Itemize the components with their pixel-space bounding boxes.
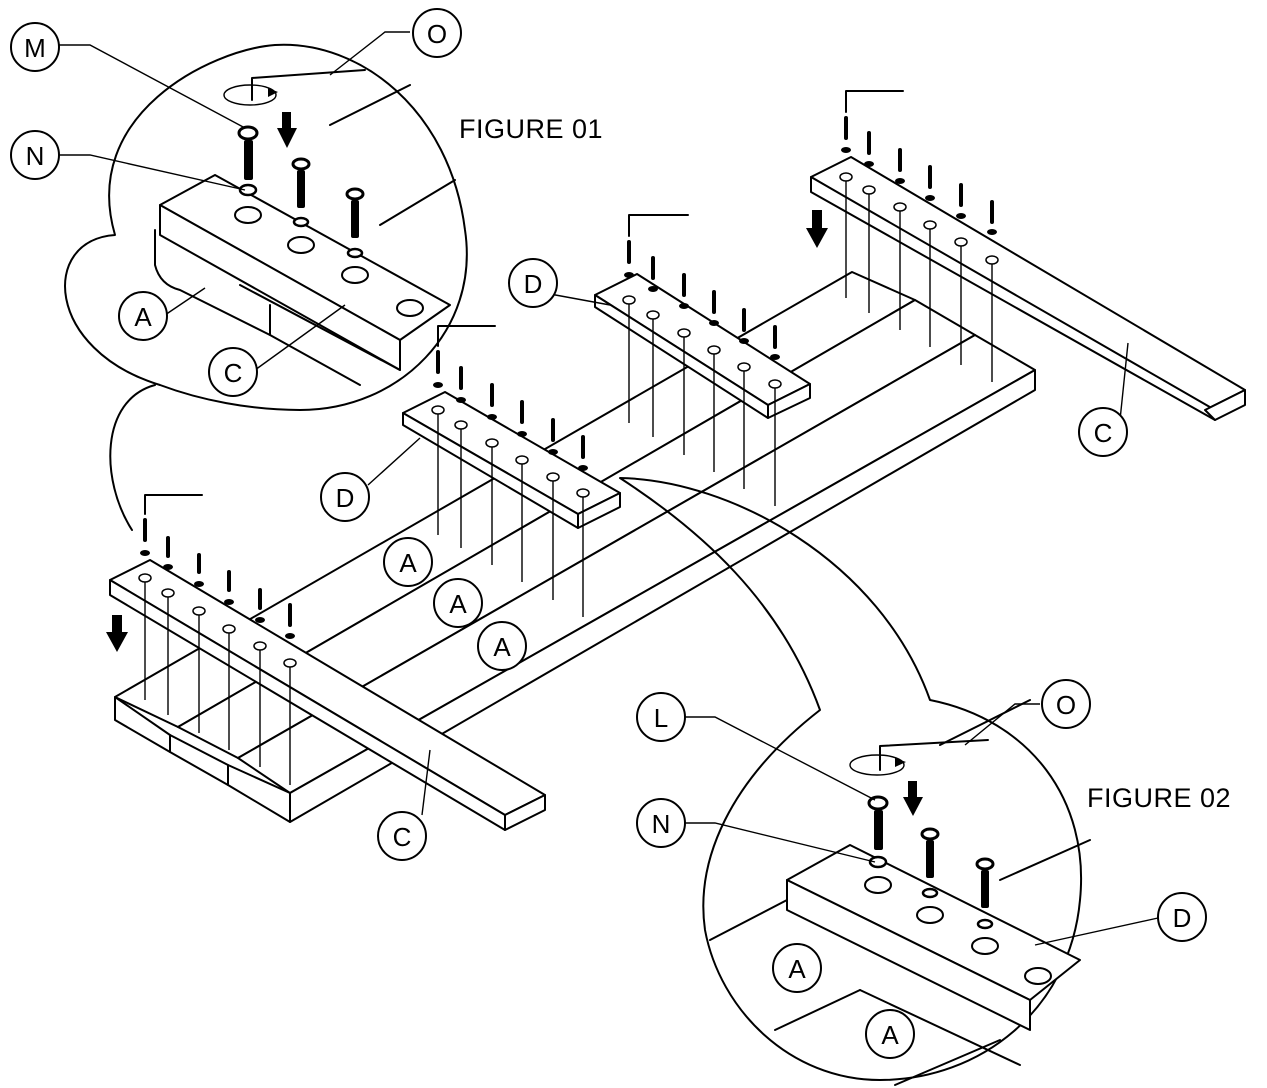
main-assembly [106,90,1246,831]
figure-01-detail [58,31,468,531]
callout-o-label: O [427,19,447,49]
figure-02-label: FIGURE 02 [1087,783,1232,813]
callout-d-label: D [1173,903,1192,933]
bar-c-back [810,156,1246,421]
callout-d-fig2: D [1157,892,1207,942]
callout-n-label: N [652,809,671,839]
hex-key-icon [251,69,366,101]
callout-a-label: A [134,302,152,332]
callout-a-3: A [477,621,527,671]
bar-d-back [594,273,811,419]
callout-a-fig1: A [118,291,168,341]
down-arrow-icon [903,781,923,816]
board-a-group [114,271,1036,823]
callout-o-label: O [1056,690,1076,720]
callout-c-label: C [1094,418,1113,448]
hex-key-icon [628,214,689,237]
hex-key-icon [437,325,496,347]
hex-key-icon [144,494,203,515]
callout-a-label: A [788,954,806,984]
callout-a-2: A [433,578,483,628]
callout-l-label: L [654,703,668,733]
callout-a-1: A [383,537,433,587]
callout-c-label: C [224,358,243,388]
main-leaders [367,293,1129,816]
callout-d-front: D [320,472,370,522]
callout-a-label: A [881,1020,899,1050]
callout-d-back: D [508,258,558,308]
callout-n-fig2: N [636,798,686,848]
bolt-row-c-back [839,90,999,382]
washer-icon [868,855,994,930]
callout-c-fig1: C [208,347,258,397]
callout-c-front: C [377,811,427,861]
bolt-row-d-front [431,325,590,617]
hex-key-icon [845,90,904,113]
callout-m-label: M [24,33,46,63]
rotate-arrow-icon [849,754,906,776]
callout-a-label: A [399,548,417,578]
callout-c-label: C [393,822,412,852]
bolt-icon [237,125,365,238]
callout-o-fig2: O [1041,679,1091,729]
washer-icon [238,183,364,259]
callout-l: L [636,692,686,742]
figure-01-label: FIGURE 01 [459,114,604,144]
bolt-row-d-back [622,214,782,506]
callout-o-fig1: O [412,8,462,58]
callout-n-label: N [26,141,45,171]
bar-c-front [109,559,546,831]
figure-02-detail [619,477,1159,1086]
callout-a-fig2-1: A [772,943,822,993]
callout-c-back: C [1078,407,1128,457]
callout-d-label: D [336,483,355,513]
bolt-row-c-front [138,494,297,785]
callout-d-label: D [524,269,543,299]
down-arrow-icon [806,210,828,248]
down-arrow-icon [106,615,128,652]
callout-a-label: A [493,632,511,662]
callout-a-label: A [449,589,467,619]
down-arrow-icon [277,112,297,148]
callout-a-fig2-2: A [865,1009,915,1059]
rotate-arrow-icon [223,84,278,106]
hex-key-icon [879,739,989,771]
bolt-icon [867,795,995,908]
callout-n-fig1: N [10,130,60,180]
board-a-right-side [289,369,1036,823]
callout-m: M [10,22,60,72]
